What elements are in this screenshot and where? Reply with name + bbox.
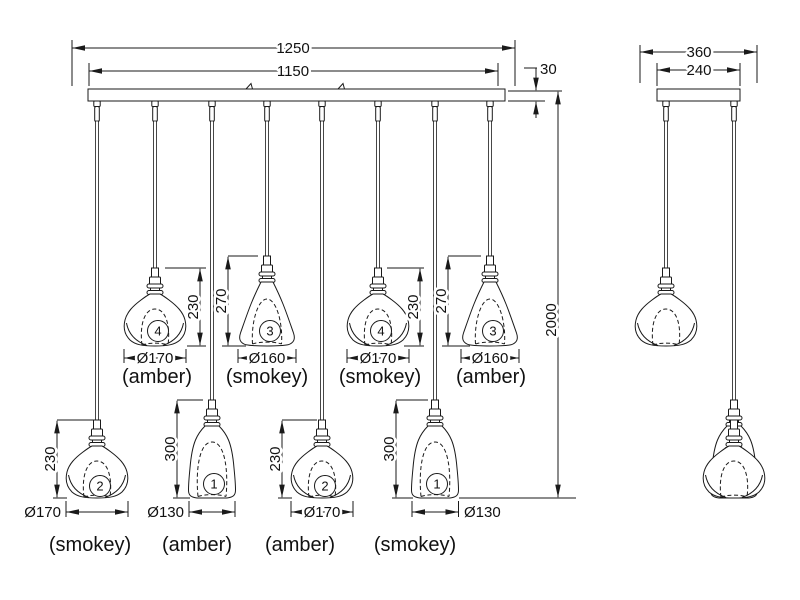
cord	[95, 120, 99, 421]
socket	[426, 399, 444, 427]
canopy	[656, 88, 741, 102]
dim-side-overall-width: 360	[639, 42, 758, 83]
glass-color-label: (amber)	[456, 366, 526, 388]
cord	[265, 120, 269, 257]
cord	[664, 120, 668, 269]
shade-number: 1	[433, 477, 440, 492]
cord	[376, 120, 380, 269]
dim-text-diameter: Ø160	[249, 350, 286, 367]
dim-text-side-overall: 360	[686, 44, 711, 61]
number-badge	[147, 320, 169, 342]
pendant-5: 2 230 Ø170 (amber)	[263, 120, 354, 558]
glass-color-label: (amber)	[122, 366, 192, 388]
cord	[732, 120, 736, 401]
shade-number: 2	[96, 479, 103, 494]
socket	[146, 267, 164, 295]
cord	[210, 120, 214, 401]
dim-text-shade-height: 230	[405, 294, 422, 319]
side-pendant-high	[634, 120, 698, 347]
shade-number: 2	[321, 479, 328, 494]
cord	[153, 120, 157, 269]
pendant-2: 4 230 Ø170 (amber)	[120, 120, 206, 390]
dim-text-diameter: Ø170	[137, 350, 174, 367]
shade-number: 4	[154, 324, 161, 339]
shade-number: 1	[210, 477, 217, 492]
socket	[203, 399, 221, 427]
side-pendant-low-pair	[702, 120, 766, 499]
dim-text-shade-height: 230	[267, 446, 284, 471]
number-badge	[482, 320, 504, 342]
cord	[320, 120, 324, 421]
rail-hangers	[93, 100, 494, 122]
pendant-8: 3 270 Ø160 (amber)	[431, 120, 528, 390]
rail-cable-mark	[336, 82, 346, 90]
shade-number: 4	[377, 324, 384, 339]
glass-color-label: (smokey)	[374, 534, 456, 556]
dim-overall-width: 1250	[71, 38, 516, 86]
shade-number: 3	[266, 324, 273, 339]
dim-text-rail-width: 1150	[277, 63, 309, 80]
pendant-3: 1 300 Ø130 (amber)	[145, 120, 236, 558]
front-view: 1250 1150 30 2000 2 230	[22, 38, 576, 558]
socket	[369, 267, 387, 295]
dim-rail-height: 30	[508, 59, 562, 118]
number-badge	[259, 320, 281, 342]
glass-color-label: (smokey)	[49, 534, 131, 556]
dim-rail-width: 1150	[88, 61, 499, 86]
glass-color-label: (smokey)	[339, 366, 421, 388]
number-badge	[314, 475, 336, 497]
dim-text-shade-height: 300	[162, 436, 179, 461]
glass-color-label: (smokey)	[226, 366, 308, 388]
dim-text-drop: 2000	[543, 303, 560, 336]
cord	[488, 120, 492, 257]
glass-shade-front	[702, 445, 766, 499]
rail-hanger	[662, 100, 670, 122]
dim-text-diameter: Ø130	[147, 504, 184, 521]
dim-text-shade-height: 300	[381, 436, 398, 461]
shade-number: 3	[489, 324, 496, 339]
dim-text-diameter: Ø170	[24, 504, 61, 521]
glass-color-label: (amber)	[162, 534, 232, 556]
dim-drop-height: 2000	[459, 91, 576, 499]
rail-cable-mark	[244, 82, 254, 90]
dim-text-overall-width: 1250	[276, 40, 309, 57]
socket	[313, 419, 331, 447]
dim-text-diameter: Ø170	[304, 504, 341, 521]
number-badge	[370, 320, 392, 342]
socket	[88, 419, 106, 447]
number-badge	[426, 473, 448, 495]
dim-text-diameter: Ø130	[464, 504, 501, 521]
socket	[481, 255, 499, 283]
dim-text-shade-height: 230	[42, 446, 59, 471]
dim-text-diameter: Ø170	[360, 350, 397, 367]
number-badge	[89, 475, 111, 497]
dim-side-canopy-width: 240	[656, 60, 741, 86]
glass-color-label: (amber)	[265, 534, 335, 556]
dim-text-shade-height: 270	[433, 288, 450, 313]
dim-text-shade-height: 270	[213, 288, 230, 313]
pendant-4: 3 270 Ø160 (smokey)	[211, 120, 310, 390]
ceiling-rail	[87, 88, 506, 102]
dim-text-rail-height: 30	[540, 61, 557, 78]
side-view: 360 240	[634, 42, 766, 499]
number-badge	[203, 473, 225, 495]
socket	[258, 255, 276, 283]
dim-text-diameter: Ø160	[472, 350, 509, 367]
dim-text-side-canopy: 240	[686, 62, 711, 79]
pendant-6: 4 230 Ø170 (smokey)	[337, 120, 425, 390]
socket	[657, 267, 675, 295]
glass-shade	[634, 293, 698, 347]
cord	[433, 120, 437, 401]
pendant-1: 2 230 Ø170 (smokey)	[22, 120, 133, 558]
dim-text-shade-height: 230	[185, 294, 202, 319]
rail-hanger	[730, 100, 738, 122]
pendant-7: 1 300 Ø130 (smokey)	[372, 120, 503, 558]
